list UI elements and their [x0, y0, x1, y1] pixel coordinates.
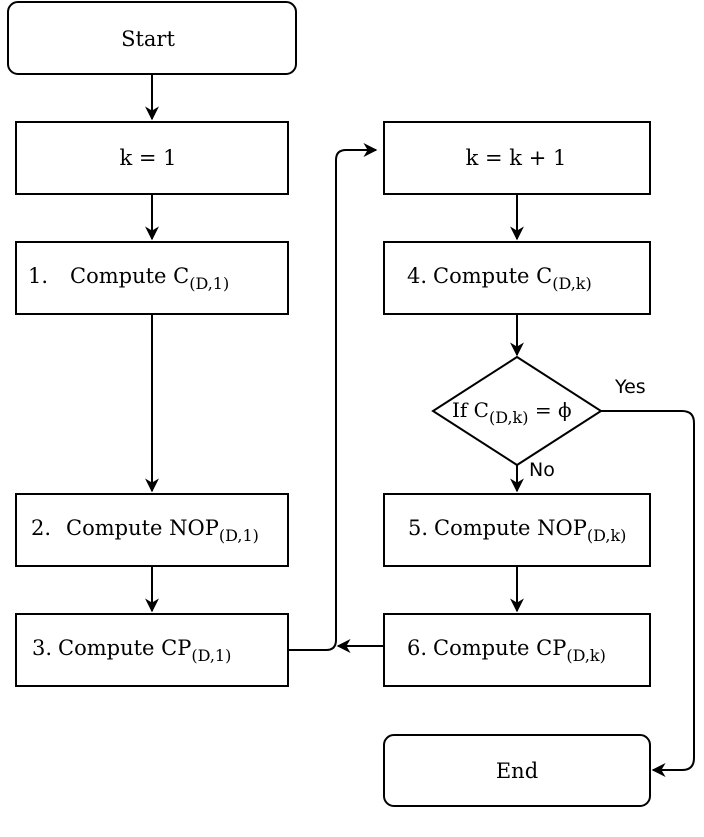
- step1-node: 1. Compute C(D,1): [15, 241, 289, 315]
- step1-label: Compute C(D,1): [70, 264, 229, 293]
- end-node: End: [383, 734, 651, 807]
- step3-number: 3.: [32, 636, 52, 660]
- step2-node: 2. Compute NOP(D,1): [15, 493, 289, 567]
- k-init-node: k = 1: [15, 121, 289, 195]
- step5-node: 5. Compute NOP(D,k): [383, 493, 651, 567]
- start-node: Start: [7, 1, 297, 75]
- step2-label: Compute NOP(D,1): [66, 516, 259, 545]
- step4-node: 4. Compute C(D,k): [383, 241, 651, 315]
- step3-label: Compute CP(D,1): [58, 636, 231, 665]
- no-label: No: [529, 459, 555, 481]
- step2-number: 2.: [31, 516, 51, 540]
- step5-label: Compute NOP(D,k): [434, 516, 626, 545]
- end-label: End: [496, 759, 538, 783]
- decision-node: If C(D,k) = ϕ: [431, 355, 603, 467]
- edge-decision-to-end: [601, 410, 695, 777]
- k-inc-label: k = k + 1: [466, 146, 567, 170]
- edge-step3-to-k-inc: [288, 143, 378, 651]
- yes-label: Yes: [614, 376, 646, 398]
- step4-number: 4.: [407, 264, 427, 288]
- step6-label: Compute CP(D,k): [433, 636, 606, 665]
- step1-number: 1.: [28, 264, 48, 288]
- k-inc-node: k = k + 1: [383, 121, 651, 195]
- k-init-label: k = 1: [119, 146, 176, 170]
- step4-label: Compute C(D,k): [433, 264, 592, 293]
- start-label: Start: [121, 27, 175, 51]
- step6-number: 6.: [407, 636, 427, 660]
- step6-node: 6. Compute CP(D,k): [383, 613, 651, 687]
- step3-node: 3. Compute CP(D,1): [15, 613, 289, 687]
- step5-number: 5.: [408, 516, 428, 540]
- decision-label: If C(D,k) = ϕ: [452, 398, 572, 427]
